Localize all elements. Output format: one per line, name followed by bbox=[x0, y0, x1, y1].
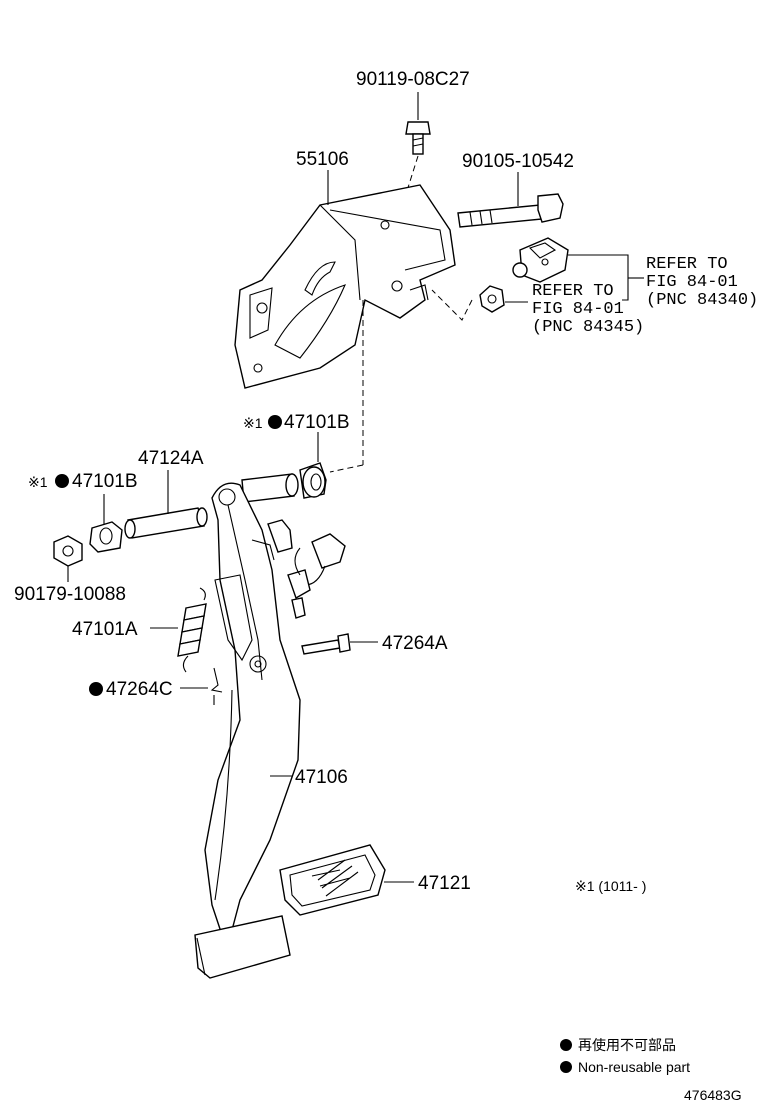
bushing-47101b-left[interactable] bbox=[89, 521, 123, 553]
label-55106: 55106 bbox=[296, 149, 349, 170]
pin-47264a[interactable] bbox=[301, 633, 351, 655]
label-47101b-left: 47101B bbox=[72, 471, 138, 492]
refer2-line1: REFER TO bbox=[532, 282, 614, 301]
label-47264c: 47264C bbox=[106, 679, 173, 700]
legend-dot-2 bbox=[560, 1061, 572, 1073]
refer1-line3: (PNC 84340) bbox=[646, 291, 758, 310]
clip-84345[interactable] bbox=[479, 285, 505, 313]
label-90179: 90179-10088 bbox=[14, 584, 126, 605]
pedal-pad-47121[interactable] bbox=[279, 844, 386, 916]
bolt-90119[interactable] bbox=[405, 121, 431, 155]
non-reusable-dot-47101b-left bbox=[55, 474, 69, 488]
legend-item-1: 再使用不可部品 bbox=[578, 1037, 676, 1053]
collar-47124a[interactable] bbox=[124, 507, 208, 539]
refer1-line2: FIG 84-01 bbox=[646, 273, 738, 292]
label-90119: 90119-08C27 bbox=[356, 69, 470, 90]
collar-upper[interactable] bbox=[241, 473, 299, 503]
switch-84340[interactable] bbox=[512, 237, 569, 283]
bolt-90105[interactable] bbox=[457, 193, 564, 228]
pedal-arm-47106[interactable] bbox=[204, 482, 301, 936]
non-reusable-dot-47264c bbox=[89, 682, 103, 696]
label-47121: 47121 bbox=[418, 873, 471, 894]
label-90105: 90105-10542 bbox=[462, 151, 574, 172]
sensor-assembly[interactable] bbox=[267, 519, 346, 619]
label-47264a: 47264A bbox=[382, 633, 448, 654]
legend-dot-1 bbox=[560, 1039, 572, 1051]
note-range: ※1 (1011- ) bbox=[575, 878, 646, 894]
label-47106: 47106 bbox=[295, 767, 348, 788]
label-47124a: 47124A bbox=[138, 448, 204, 469]
refer1-line1: REFER TO bbox=[646, 255, 728, 274]
label-47101b-upper: 47101B bbox=[284, 412, 350, 433]
note-mark-upper: ※1 bbox=[243, 415, 263, 431]
spring-47101a[interactable] bbox=[177, 587, 207, 673]
non-reusable-dot-47101b-upper bbox=[268, 415, 282, 429]
bracket-55106[interactable] bbox=[234, 184, 456, 389]
bushing-47101b-upper[interactable] bbox=[299, 462, 327, 499]
legend-item-2: Non-reusable part bbox=[578, 1059, 690, 1075]
label-47101a: 47101A bbox=[72, 619, 138, 640]
nut-90179[interactable] bbox=[53, 535, 83, 567]
note-mark-left: ※1 bbox=[28, 474, 48, 490]
clip-47264c[interactable] bbox=[210, 667, 223, 705]
refer2-line2: FIG 84-01 bbox=[532, 300, 624, 319]
pedal-foot[interactable] bbox=[194, 915, 291, 979]
figure-id: 476483G bbox=[684, 1087, 742, 1103]
refer2-line3: (PNC 84345) bbox=[532, 318, 644, 337]
